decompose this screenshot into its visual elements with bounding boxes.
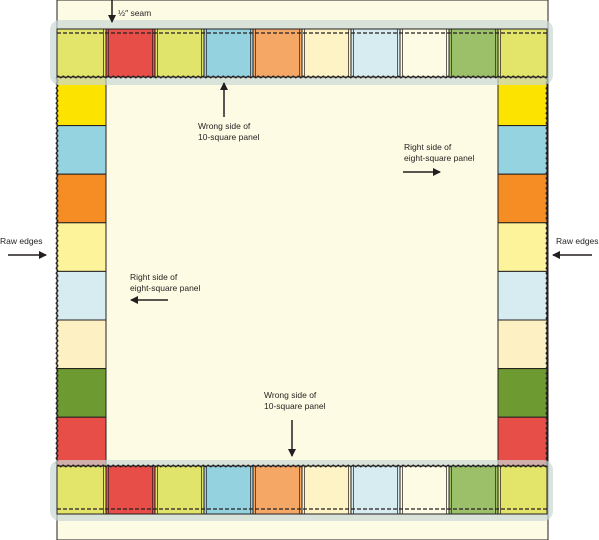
bottom-panel-square-1 [56, 465, 107, 515]
left-panel-square-5 [56, 270, 107, 321]
bottom-panel-square-9 [448, 465, 499, 515]
left-panel-square-8 [56, 416, 107, 467]
top-panel-square-6 [301, 28, 352, 78]
right-panel-raw-edge [545, 76, 549, 467]
bottom-panel-square-10 [497, 465, 548, 515]
right-panel-square-1 [497, 76, 548, 127]
top-panel-square-4 [203, 28, 254, 78]
right-panel-square-5 [497, 270, 548, 321]
top-panel-square-8 [399, 28, 450, 78]
left-panel-raw-edge [55, 76, 59, 467]
top-panel-square-7 [350, 28, 401, 78]
bottom-panel-raw-edge [56, 464, 548, 468]
top-panel-square-10 [497, 28, 548, 78]
bottom-ten-square-panel [56, 464, 548, 515]
top-panel-square-5 [252, 28, 303, 78]
right-panel-square-8 [497, 416, 548, 467]
right-eight-square-panel [497, 76, 549, 467]
bottom-panel-square-2 [105, 465, 156, 515]
left-panel-square-6 [56, 319, 107, 370]
right-side-right-label: Right side of eight-square panel [404, 142, 475, 163]
top-panel-square-2 [105, 28, 156, 78]
right-panel-square-2 [497, 125, 548, 175]
raw-edges-left-label: Raw edges [0, 236, 43, 246]
left-eight-square-panel [55, 76, 107, 467]
left-panel-square-4 [56, 222, 107, 272]
bottom-panel-square-7 [350, 465, 401, 515]
top-ten-square-panel [56, 28, 548, 79]
left-panel-square-3 [56, 173, 107, 224]
right-panel-square-3 [497, 173, 548, 224]
left-panel-square-1 [56, 76, 107, 127]
wrong-side-top-label: Wrong side of 10-square panel [198, 121, 260, 142]
wrong-side-bottom-label: Wrong side of 10-square panel [264, 390, 326, 411]
right-panel-square-4 [497, 222, 548, 272]
left-panel-square-7 [56, 368, 107, 418]
left-panel-square-2 [56, 125, 107, 175]
right-panel-square-6 [497, 319, 548, 370]
backing-background [56, 0, 549, 540]
bottom-panel-square-3 [154, 465, 205, 515]
right-side-left-label: Right side of eight-square panel [130, 272, 201, 293]
seam-label: ½″ seam [118, 8, 151, 18]
top-panel-square-1 [56, 28, 107, 78]
bottom-panel-square-5 [252, 465, 303, 515]
top-panel-square-9 [448, 28, 499, 78]
bottom-panel-square-8 [399, 465, 450, 515]
raw-edges-right-label: Raw edges [556, 236, 599, 246]
right-panel-square-7 [497, 368, 548, 418]
bottom-panel-square-6 [301, 465, 352, 515]
top-panel-raw-edge [56, 75, 548, 79]
bottom-panel-square-4 [203, 465, 254, 515]
top-panel-square-3 [154, 28, 205, 78]
